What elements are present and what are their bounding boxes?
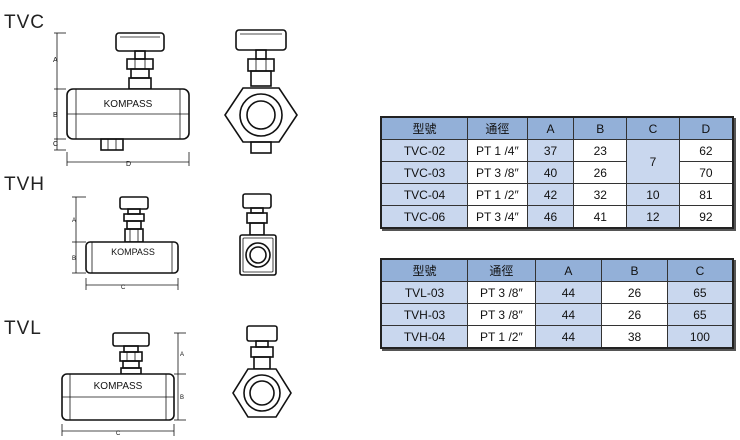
table-row: TVC-03 PT 3 /8″ 40 26 70 — [380, 161, 734, 184]
tvh-dim-a: A — [72, 218, 76, 224]
header-size: 通徑 — [467, 258, 536, 282]
tvc-label: TVC — [4, 12, 45, 33]
cell-size: PT 3 /8″ — [467, 303, 536, 326]
cell-c: 12 — [626, 205, 680, 229]
header-c: C — [666, 258, 734, 282]
header-d: D — [678, 116, 734, 140]
tvc-dim-c: C — [53, 141, 58, 148]
tvl-label: TVL — [4, 318, 42, 339]
cell-b: 32 — [573, 183, 628, 206]
cell-size: PT 3 /4″ — [467, 205, 528, 229]
header-b: B — [601, 258, 668, 282]
tvl-dim-c: C — [116, 431, 121, 437]
cell-size: PT 3 /8″ — [467, 281, 536, 304]
header-size: 通徑 — [467, 116, 528, 140]
table-header-row: 型號 通徑 A B C — [380, 258, 734, 282]
header-a: A — [534, 258, 603, 282]
tvc-front-drawing — [224, 29, 298, 154]
table-header-row: 型號 通徑 A B C D — [380, 116, 734, 140]
cell-b: 23 — [573, 139, 628, 162]
cell-a: 44 — [534, 281, 603, 304]
tvc-dimension-lines — [54, 32, 190, 166]
tvl-front-drawing — [232, 325, 292, 418]
header-model: 型號 — [380, 258, 469, 282]
tvc-dim-b: B — [53, 112, 58, 119]
tvl-dimension-lines — [61, 332, 186, 436]
tvl-tvh-spec-table: 型號 通徑 A B C TVL-03 PT 3 /8″ 44 26 65 TVH… — [380, 258, 734, 349]
cell-model: TVH-04 — [380, 325, 469, 349]
header-a: A — [526, 116, 575, 140]
cell-model: TVL-03 — [380, 281, 469, 304]
table-row: TVH-04 PT 1 /2″ 44 38 100 — [380, 325, 734, 349]
table-row: TVC-02 PT 1 /4″ 37 23 7 62 — [380, 139, 734, 184]
cell-c: 10 — [626, 183, 680, 206]
table-row: TVC-04 PT 1 /2″ 42 32 10 81 — [380, 183, 734, 206]
cell-a: 42 — [526, 183, 575, 206]
tvl-dim-a: A — [180, 352, 184, 358]
cell-d: 70 — [678, 161, 734, 184]
tvh-front-drawing — [239, 193, 277, 276]
cell-model: TVC-06 — [380, 205, 469, 229]
tvh-brand-text: KOMPASS — [111, 247, 155, 257]
cell-model: TVC-02 — [380, 139, 469, 162]
cell-a: 44 — [534, 325, 603, 349]
table-row: TVL-03 PT 3 /8″ 44 26 65 — [380, 281, 734, 304]
cell-a: 40 — [526, 161, 575, 184]
cell-b: 26 — [601, 303, 668, 326]
cell-b: 26 — [601, 281, 668, 304]
tvh-side-drawing — [85, 196, 179, 274]
tvh-dim-b: B — [72, 256, 76, 262]
tvl-side-drawing — [61, 332, 175, 421]
tvc-dim-a: A — [53, 57, 58, 64]
table-row: TVH-03 PT 3 /8″ 44 26 65 — [380, 303, 734, 326]
cell-c: 65 — [666, 281, 734, 304]
cell-size: PT 1 /4″ — [467, 139, 528, 162]
tvh-label: TVH — [4, 174, 45, 195]
tvl-dim-b: B — [180, 395, 184, 401]
cell-c-merged: 7 — [626, 139, 680, 184]
cell-a: 37 — [526, 139, 575, 162]
cell-a: 46 — [526, 205, 575, 229]
table-row: TVC-06 PT 3 /4″ 46 41 12 92 — [380, 205, 734, 229]
tvl-brand-text: KOMPASS — [94, 381, 143, 392]
header-b: B — [573, 116, 628, 140]
cell-b: 26 — [573, 161, 628, 184]
tvc-spec-table: 型號 通徑 A B C D TVC-02 PT 1 /4″ 37 23 7 62… — [380, 116, 734, 229]
cell-size: PT 1 /2″ — [467, 325, 536, 349]
tvc-side-drawing — [66, 32, 190, 151]
cell-d: 62 — [678, 139, 734, 162]
cell-model: TVC-03 — [380, 161, 469, 184]
cell-model: TVH-03 — [380, 303, 469, 326]
cell-size: PT 1 /2″ — [467, 183, 528, 206]
cell-d: 92 — [678, 205, 734, 229]
cell-b: 41 — [573, 205, 628, 229]
cell-a: 44 — [534, 303, 603, 326]
tvc-dim-d: D — [126, 161, 131, 168]
header-c: C — [626, 116, 680, 140]
cell-model: TVC-04 — [380, 183, 469, 206]
tvh-dimension-lines — [72, 196, 179, 290]
cell-size: PT 3 /8″ — [467, 161, 528, 184]
header-model: 型號 — [380, 116, 469, 140]
cell-d: 81 — [678, 183, 734, 206]
cell-b: 38 — [601, 325, 668, 349]
cell-c: 65 — [666, 303, 734, 326]
cell-c: 100 — [666, 325, 734, 349]
tvc-brand-text: KOMPASS — [104, 99, 153, 110]
tvh-dim-c: C — [121, 285, 126, 291]
